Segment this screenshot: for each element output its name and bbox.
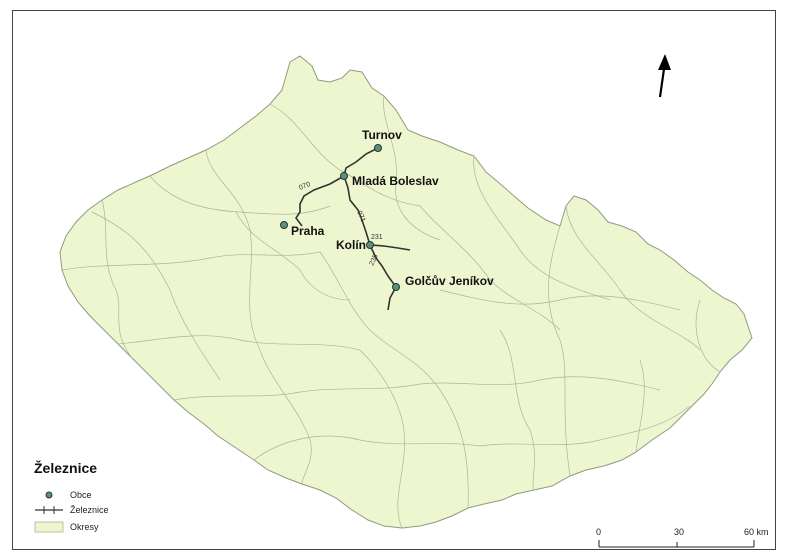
railway-turnov-mlada-boleslav [343, 147, 379, 177]
railway-235 [369, 244, 397, 311]
scale-label-30: 30 [674, 527, 685, 537]
district-borders [61, 95, 721, 529]
town-labels: Turnov Mladá Boleslav Praha Kolín Golčův… [291, 128, 494, 288]
town-label-mlada-boleslav: Mladá Boleslav [352, 174, 439, 188]
legend-title: Železnice [34, 460, 98, 476]
railway-070 [295, 175, 345, 227]
rail-line-label: 231 [371, 234, 383, 241]
town-label-praha: Praha [291, 224, 325, 238]
railway-231 [369, 244, 411, 251]
legend-label: Obce [70, 490, 92, 500]
legend-item-railway: Železnice [34, 503, 109, 517]
legend-label: Železnice [70, 505, 109, 515]
town-label-kolin: Kolín [336, 238, 366, 252]
legend: Železnice Obce Železnice Okresy [34, 460, 184, 540]
legend-item-districts: Okresy [34, 520, 99, 534]
railway-symbol-icon [34, 503, 64, 517]
country-outline [59, 55, 753, 529]
rail-line-label: 071 [355, 210, 366, 224]
railway-network [295, 147, 411, 311]
town-marker-mlada-boleslav [340, 172, 348, 180]
legend-label: Okresy [70, 522, 99, 532]
scale-label-60: 60 km [744, 527, 769, 537]
town-marker-turnov [374, 144, 382, 152]
town-marker-kolin [366, 241, 374, 249]
rail-line-label: 235 [368, 253, 379, 267]
rail-line-label: 070 [298, 181, 312, 192]
rail-line-labels: 070 071 231 235 [298, 181, 383, 267]
scale-label-0: 0 [596, 527, 602, 537]
north-arrow-icon [658, 54, 671, 98]
town-markers [280, 144, 400, 291]
town-marker-golcuv-jenikov [392, 283, 400, 291]
scale-bar: 0 30 60 km [596, 527, 785, 557]
polygon-symbol-icon [34, 520, 64, 534]
scale-bar-graphic [598, 540, 755, 548]
railway-071 [343, 175, 371, 246]
town-label-golcuv-jenikov: Golčův Jeníkov [405, 274, 494, 288]
town-label-turnov: Turnov [362, 128, 402, 142]
legend-item-towns: Obce [34, 488, 92, 502]
point-symbol-icon [34, 488, 64, 502]
town-marker-praha [280, 221, 288, 229]
